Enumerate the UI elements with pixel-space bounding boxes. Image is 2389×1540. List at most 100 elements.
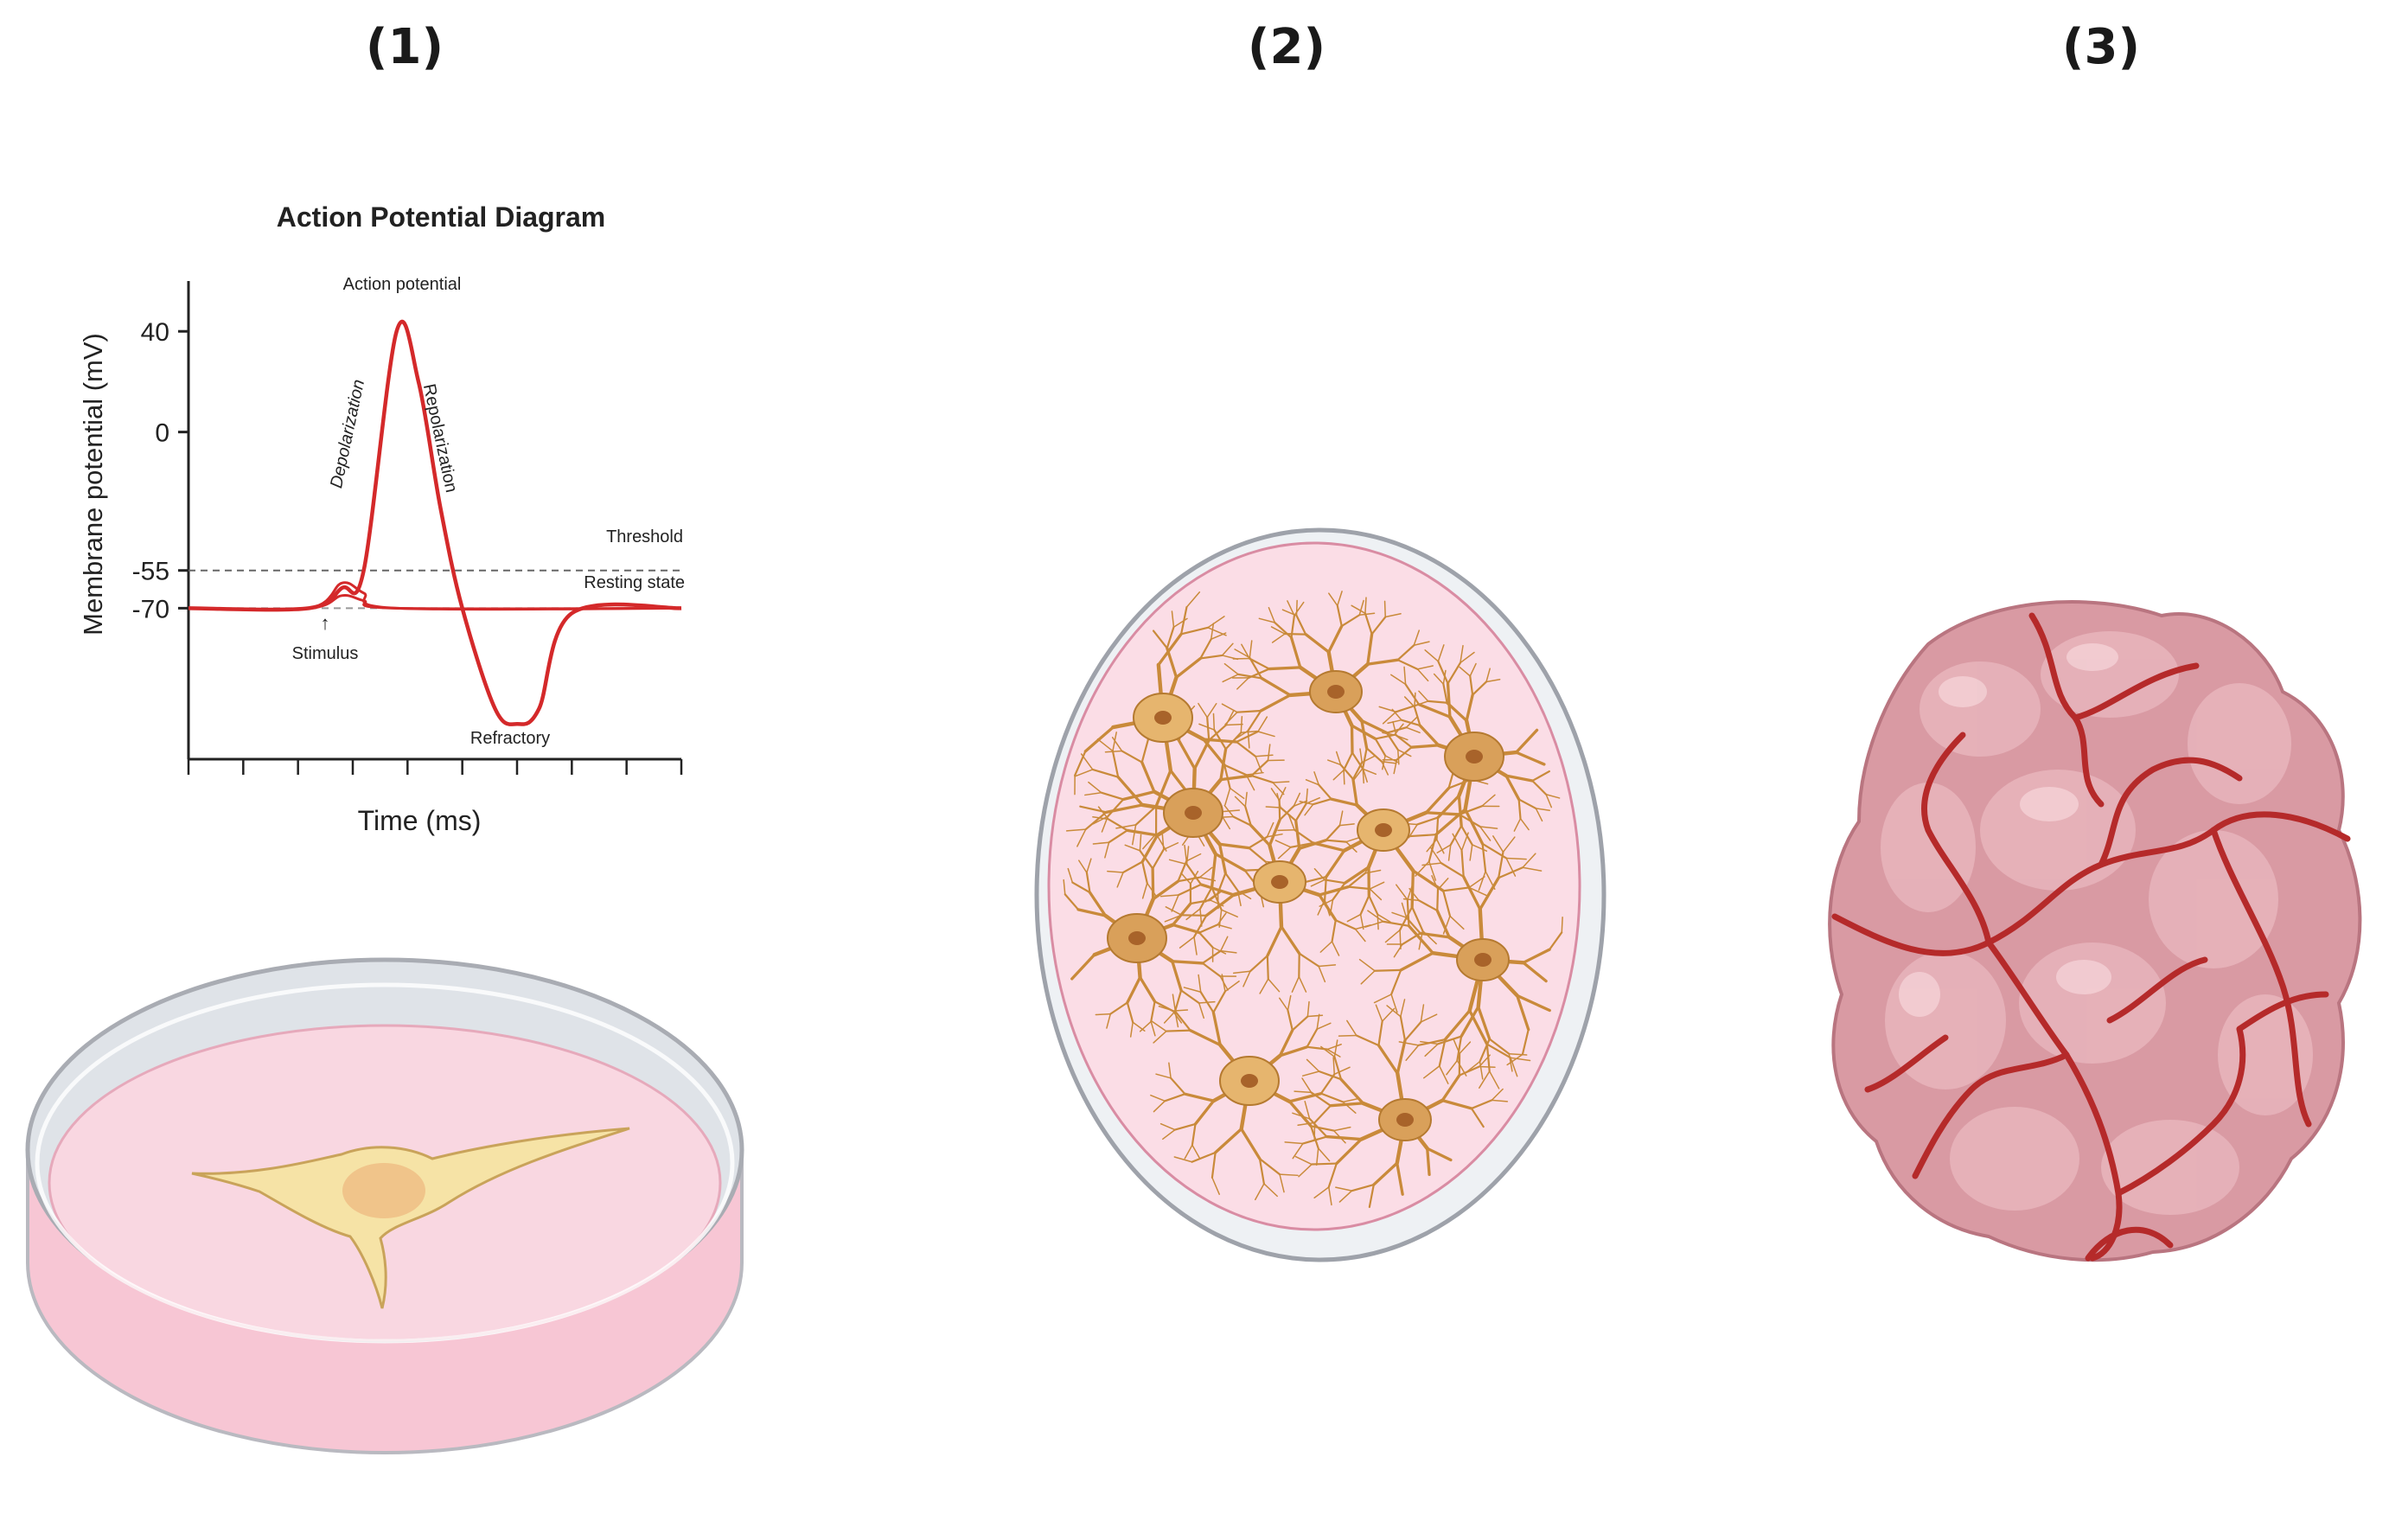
neurite xyxy=(1171,610,1175,628)
neurite xyxy=(1504,774,1535,783)
neurite xyxy=(1392,720,1397,737)
neurite xyxy=(1129,1021,1134,1038)
neurite xyxy=(1382,920,1410,927)
neurite xyxy=(1250,759,1269,777)
neurite xyxy=(1083,725,1115,753)
neurite xyxy=(1514,751,1546,766)
annotation-repolarization: Repolarization xyxy=(419,382,461,495)
neurite xyxy=(1458,805,1483,816)
neuron-nucleus xyxy=(1185,806,1202,820)
neurite xyxy=(1404,683,1421,706)
neurite xyxy=(1373,994,1392,1004)
neurite xyxy=(1327,1162,1338,1188)
neurite xyxy=(1240,1127,1262,1160)
neurite xyxy=(1092,841,1110,845)
neurite xyxy=(1396,1161,1404,1196)
neurite xyxy=(1358,612,1376,617)
neurite xyxy=(1198,931,1214,949)
neurite xyxy=(1306,788,1308,805)
neurite xyxy=(1377,913,1379,930)
neurite xyxy=(1240,730,1258,734)
neurite xyxy=(1276,792,1281,808)
neurite xyxy=(1426,838,1438,853)
action-potential-chart: Action Potential Diagram 400-55-70 Time … xyxy=(78,201,685,836)
neurite xyxy=(1236,730,1260,744)
neurite xyxy=(1420,1013,1438,1023)
neurite xyxy=(1210,886,1223,911)
y-tick-label: -70 xyxy=(132,595,169,623)
neurite xyxy=(1279,1173,1285,1193)
neurite xyxy=(1293,792,1301,807)
neurite xyxy=(1249,656,1263,680)
single-neuron xyxy=(191,1127,630,1309)
neurite xyxy=(1447,844,1452,861)
neurite xyxy=(1198,886,1213,911)
neurite xyxy=(1278,1045,1309,1058)
neurite xyxy=(1410,869,1415,909)
neurite xyxy=(1390,674,1407,686)
neurite xyxy=(1399,951,1434,972)
neurite xyxy=(1479,826,1492,841)
neurite xyxy=(1485,1043,1512,1059)
neurite xyxy=(1365,747,1383,763)
neurite xyxy=(1531,770,1550,783)
neurite xyxy=(1165,906,1183,917)
neurite xyxy=(1108,829,1128,844)
neuron-somas xyxy=(1107,670,1510,1141)
neurite xyxy=(1304,1101,1311,1120)
neurite xyxy=(1306,1014,1324,1018)
neurite xyxy=(1223,764,1248,776)
neurite xyxy=(1161,833,1165,851)
neurite xyxy=(1255,754,1274,757)
neurite xyxy=(1492,835,1504,853)
neurite xyxy=(1088,891,1108,917)
neurite xyxy=(1138,975,1157,1003)
neurite xyxy=(1427,700,1448,704)
neurite xyxy=(1426,1147,1453,1162)
neurite xyxy=(1294,819,1301,850)
neurite xyxy=(1326,1044,1342,1051)
neurite xyxy=(1305,779,1319,786)
neurite xyxy=(1442,669,1447,685)
neurite xyxy=(1188,1028,1222,1047)
neurite xyxy=(1225,709,1235,726)
neurite xyxy=(1210,632,1227,640)
neurite xyxy=(1293,800,1308,807)
neurite xyxy=(1396,1038,1407,1076)
neurite xyxy=(1106,1013,1112,1029)
neurite xyxy=(1436,844,1452,854)
neurite xyxy=(1343,866,1370,885)
neurite xyxy=(1091,768,1120,778)
neurite xyxy=(1199,638,1212,660)
neurite xyxy=(1249,955,1268,973)
neurite xyxy=(1178,739,1197,770)
neurite xyxy=(1211,1177,1220,1195)
neurite xyxy=(1140,738,1149,764)
neurite xyxy=(1401,902,1408,918)
neurite xyxy=(1150,1020,1156,1037)
neurite xyxy=(1209,899,1224,907)
neurite xyxy=(1418,724,1440,747)
neurite xyxy=(1347,885,1371,891)
neurite xyxy=(1268,978,1281,993)
neurite xyxy=(1272,782,1285,796)
neurite xyxy=(1289,841,1314,848)
neurite xyxy=(1221,703,1238,713)
neurite xyxy=(1351,1183,1375,1192)
neurite xyxy=(1211,1011,1222,1047)
neuron-nucleus xyxy=(1375,823,1392,837)
neurite xyxy=(1396,746,1413,761)
neurite xyxy=(1220,949,1237,954)
neuron-nucleus xyxy=(342,1163,425,1218)
neurite xyxy=(1332,1126,1351,1132)
neurite xyxy=(1193,738,1210,770)
neurite xyxy=(1488,1038,1511,1055)
neurite xyxy=(1222,674,1239,683)
neurite xyxy=(1171,902,1192,927)
neurite xyxy=(1340,614,1361,628)
neurite xyxy=(1126,1001,1134,1024)
neurite xyxy=(1429,847,1442,864)
neurite xyxy=(1267,744,1271,762)
neurite xyxy=(1140,834,1159,864)
neurite xyxy=(1333,1066,1351,1076)
